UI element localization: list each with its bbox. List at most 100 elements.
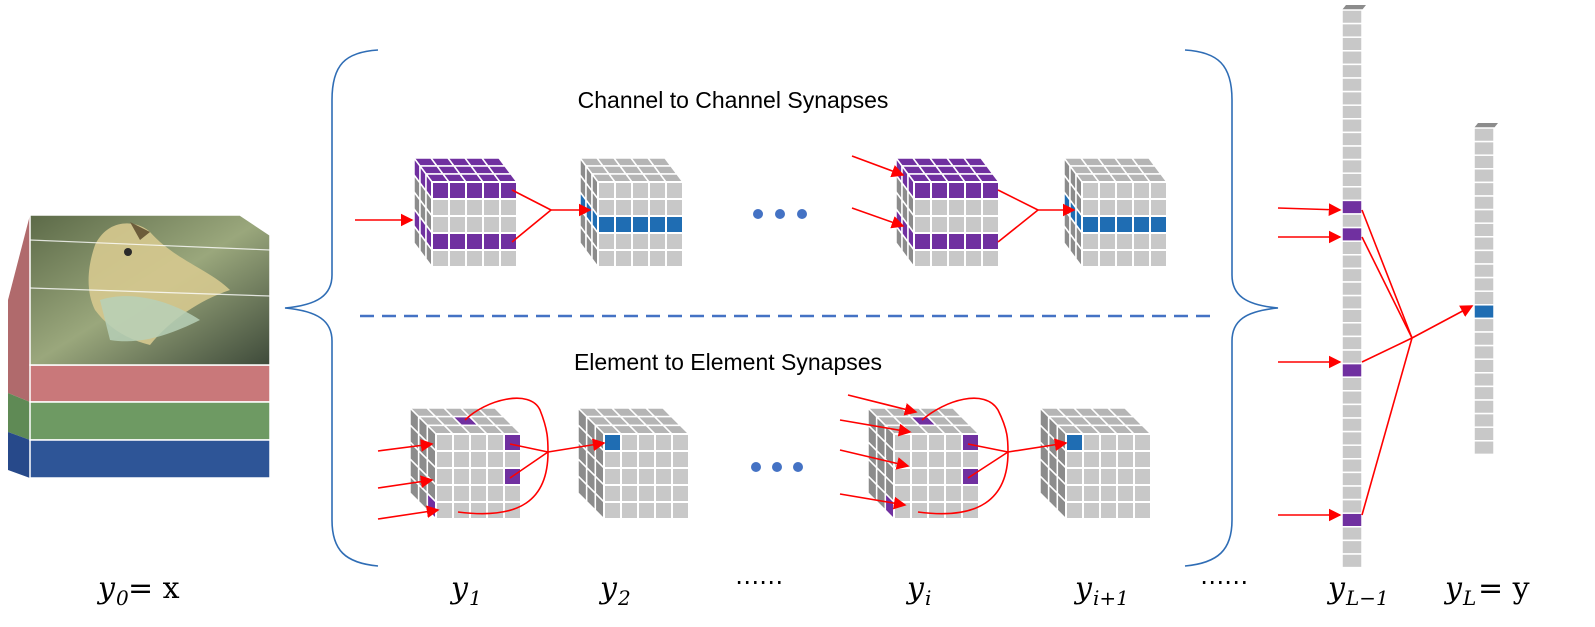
cube-cell-front bbox=[448, 249, 467, 268]
cube-cell-front bbox=[614, 232, 633, 251]
cube-cell-front bbox=[631, 181, 650, 200]
cube-cell-front bbox=[961, 433, 980, 452]
cube-cell-front bbox=[944, 467, 963, 486]
cube-cell-front bbox=[1065, 467, 1084, 486]
cube-cell-front bbox=[1149, 198, 1168, 217]
cube-cell-front bbox=[597, 232, 616, 251]
column-cell bbox=[1341, 118, 1363, 134]
cube-cell-front bbox=[947, 249, 966, 268]
cube-cell-front bbox=[1098, 181, 1117, 200]
e-y1-a bbox=[509, 443, 549, 453]
in-yL1-a bbox=[1277, 203, 1342, 217]
cube-cell-front bbox=[930, 249, 949, 268]
cube-cell-front bbox=[927, 467, 946, 486]
column-cell bbox=[1341, 335, 1363, 351]
cube-cell-front bbox=[981, 215, 1000, 234]
cube-cell-front bbox=[930, 215, 949, 234]
cube-cell-front bbox=[469, 484, 488, 503]
column-cell bbox=[1341, 267, 1363, 283]
cube-cell-front bbox=[469, 467, 488, 486]
cube-cell-front bbox=[964, 198, 983, 217]
svg-text:1: 1 bbox=[469, 586, 482, 610]
column-cell bbox=[1341, 281, 1363, 297]
cube-cell-front bbox=[671, 433, 690, 452]
cube-cell-front bbox=[435, 467, 454, 486]
column-cell bbox=[1341, 90, 1363, 106]
conv-out bbox=[1411, 305, 1474, 339]
label-yL1: y L−1 bbox=[1326, 571, 1389, 610]
e-yi-out bbox=[1007, 438, 1068, 453]
svg-text:2: 2 bbox=[617, 586, 631, 610]
column-cell bbox=[1341, 485, 1363, 501]
cube-cell-front bbox=[947, 215, 966, 234]
column-cell bbox=[1473, 426, 1495, 442]
cube-cell-front bbox=[930, 198, 949, 217]
cube-cell-front bbox=[435, 450, 454, 469]
cube-cell-front bbox=[631, 215, 650, 234]
column-cell bbox=[1473, 195, 1495, 211]
cube-cell-front bbox=[620, 433, 639, 452]
cube-cell-front bbox=[1133, 433, 1152, 452]
column-cell bbox=[1473, 385, 1495, 401]
cube-cell-front bbox=[499, 232, 518, 251]
cube-cell-front bbox=[503, 501, 522, 520]
cube-cell-front bbox=[1098, 249, 1117, 268]
cube-cell-front bbox=[947, 232, 966, 251]
cube-cell-front bbox=[482, 232, 501, 251]
cube-cell-front bbox=[665, 215, 684, 234]
column-cell bbox=[1341, 63, 1363, 79]
cube-cell-front bbox=[665, 181, 684, 200]
cube-cell-front bbox=[465, 249, 484, 268]
column-cell bbox=[1341, 349, 1363, 365]
cube-cell-front bbox=[503, 433, 522, 452]
cube-cell-front bbox=[1115, 215, 1134, 234]
cube-cell-front bbox=[631, 198, 650, 217]
cube-cell-front bbox=[482, 215, 501, 234]
cube-cell-front bbox=[1116, 501, 1135, 520]
cube-cell-front bbox=[910, 450, 929, 469]
column-cell bbox=[1341, 417, 1363, 433]
cube-cell-front bbox=[893, 433, 912, 452]
column-cell bbox=[1341, 158, 1363, 174]
fan-yi-b bbox=[997, 209, 1039, 243]
cube-cell-front bbox=[597, 215, 616, 234]
column-cell bbox=[1341, 512, 1363, 528]
cube-cell-front bbox=[1116, 433, 1135, 452]
cube-cell-front bbox=[1098, 232, 1117, 251]
cube-cell-front bbox=[913, 181, 932, 200]
cube-cell-front bbox=[431, 181, 450, 200]
cube-cell-front bbox=[1115, 249, 1134, 268]
cube-cell-front bbox=[1116, 467, 1135, 486]
cube-cell-front bbox=[637, 484, 656, 503]
column-cell bbox=[1341, 526, 1363, 542]
cube-cell-front bbox=[1149, 232, 1168, 251]
cube-cell-front bbox=[964, 215, 983, 234]
column-cell bbox=[1473, 344, 1495, 360]
cube-cell-front bbox=[654, 467, 673, 486]
ellipsis-dots-top bbox=[753, 209, 807, 219]
in-y1-c bbox=[377, 505, 440, 520]
cube-cell-front bbox=[947, 181, 966, 200]
cube-cell-front bbox=[665, 232, 684, 251]
svg-text:= y: = y bbox=[1478, 571, 1530, 606]
cube-cell-front bbox=[614, 198, 633, 217]
cube-cell-front bbox=[910, 433, 929, 452]
cube-yi-channel bbox=[894, 155, 1001, 270]
cube-cell-front bbox=[486, 484, 505, 503]
cube-cell-front bbox=[893, 467, 912, 486]
column-top bbox=[1474, 123, 1498, 128]
column-cell bbox=[1341, 308, 1363, 324]
column-cell bbox=[1473, 249, 1495, 265]
svg-text:y: y bbox=[449, 571, 469, 606]
svg-text:L: L bbox=[1462, 586, 1476, 610]
column-cell bbox=[1473, 412, 1495, 428]
cube-cell-front bbox=[1081, 215, 1100, 234]
cube-cell-front bbox=[1133, 450, 1152, 469]
cube-cell-front bbox=[913, 215, 932, 234]
cube-cell-front bbox=[631, 232, 650, 251]
cube-cell-front bbox=[1065, 484, 1084, 503]
column-cell bbox=[1473, 208, 1495, 224]
cube-cell-front bbox=[614, 249, 633, 268]
cube-cell-front bbox=[1149, 249, 1168, 268]
column-cell bbox=[1341, 294, 1363, 310]
